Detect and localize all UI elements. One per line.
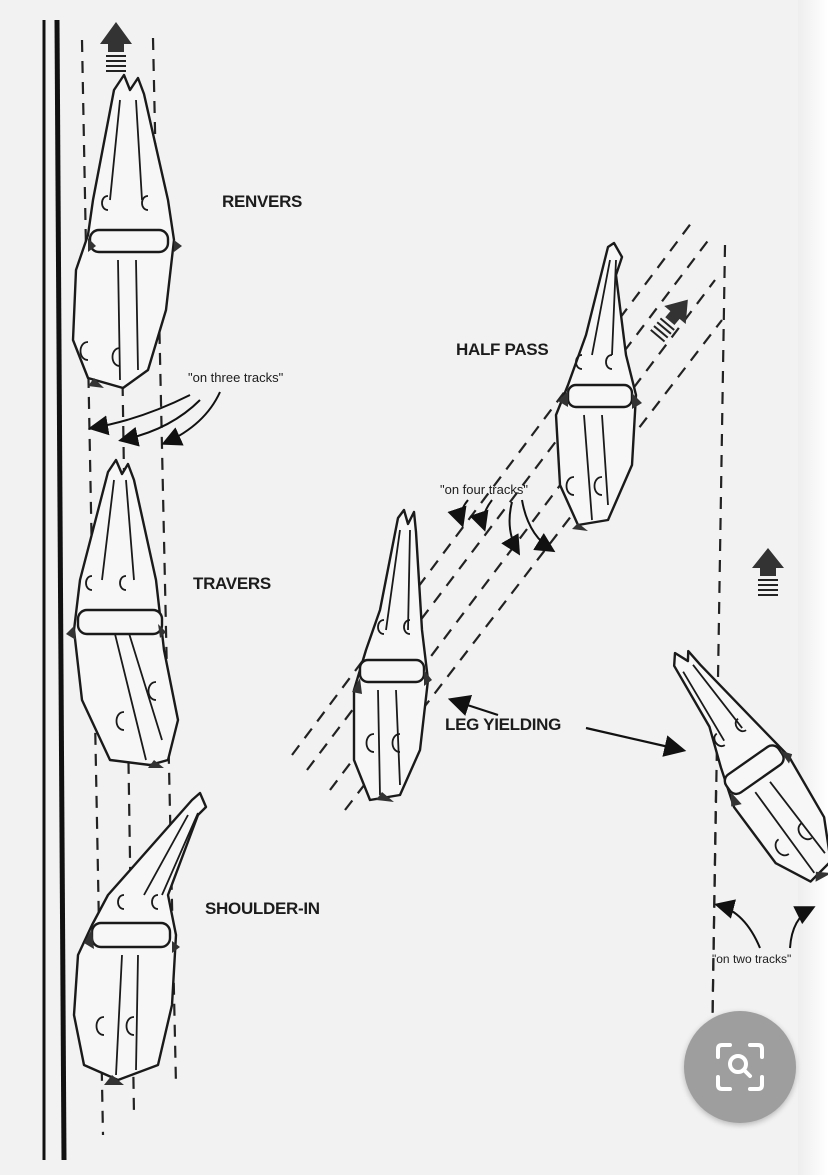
scan-edge xyxy=(798,0,828,1175)
horse-travers xyxy=(66,458,180,768)
label-half-pass: HALF PASS xyxy=(456,340,548,359)
horse-shoulder-in xyxy=(72,791,208,1085)
four-tracks-arrows xyxy=(447,499,556,556)
horse-leg-yield-right xyxy=(672,649,828,883)
half-pass-direction-arrow xyxy=(650,299,688,343)
label-travers: TRAVERS xyxy=(193,574,271,593)
right-direction-arrow xyxy=(752,548,784,596)
annotation-three-tracks: "on three tracks" xyxy=(188,370,284,385)
label-shoulder-in: SHOULDER-IN xyxy=(205,899,320,918)
two-tracks-arrows xyxy=(714,899,816,949)
horse-leg-yield-center xyxy=(352,508,432,802)
leg-yielding-callout-arrows xyxy=(447,694,687,757)
three-tracks-arrows xyxy=(88,391,221,447)
right-tracks xyxy=(710,244,727,1051)
arena-wall xyxy=(42,19,67,1161)
label-leg-yielding: LEG YIELDING xyxy=(445,715,561,734)
image-search-button[interactable] xyxy=(684,1011,796,1123)
horse-half-pass xyxy=(554,241,642,531)
direction-arrow-up xyxy=(100,22,132,72)
label-renvers: RENVERS xyxy=(222,192,302,211)
annotation-four-tracks: "on four tracks" xyxy=(440,482,528,497)
image-search-icon xyxy=(716,1043,764,1091)
horse-renvers xyxy=(71,73,182,390)
annotation-two-tracks: "on two tracks" xyxy=(712,952,791,966)
